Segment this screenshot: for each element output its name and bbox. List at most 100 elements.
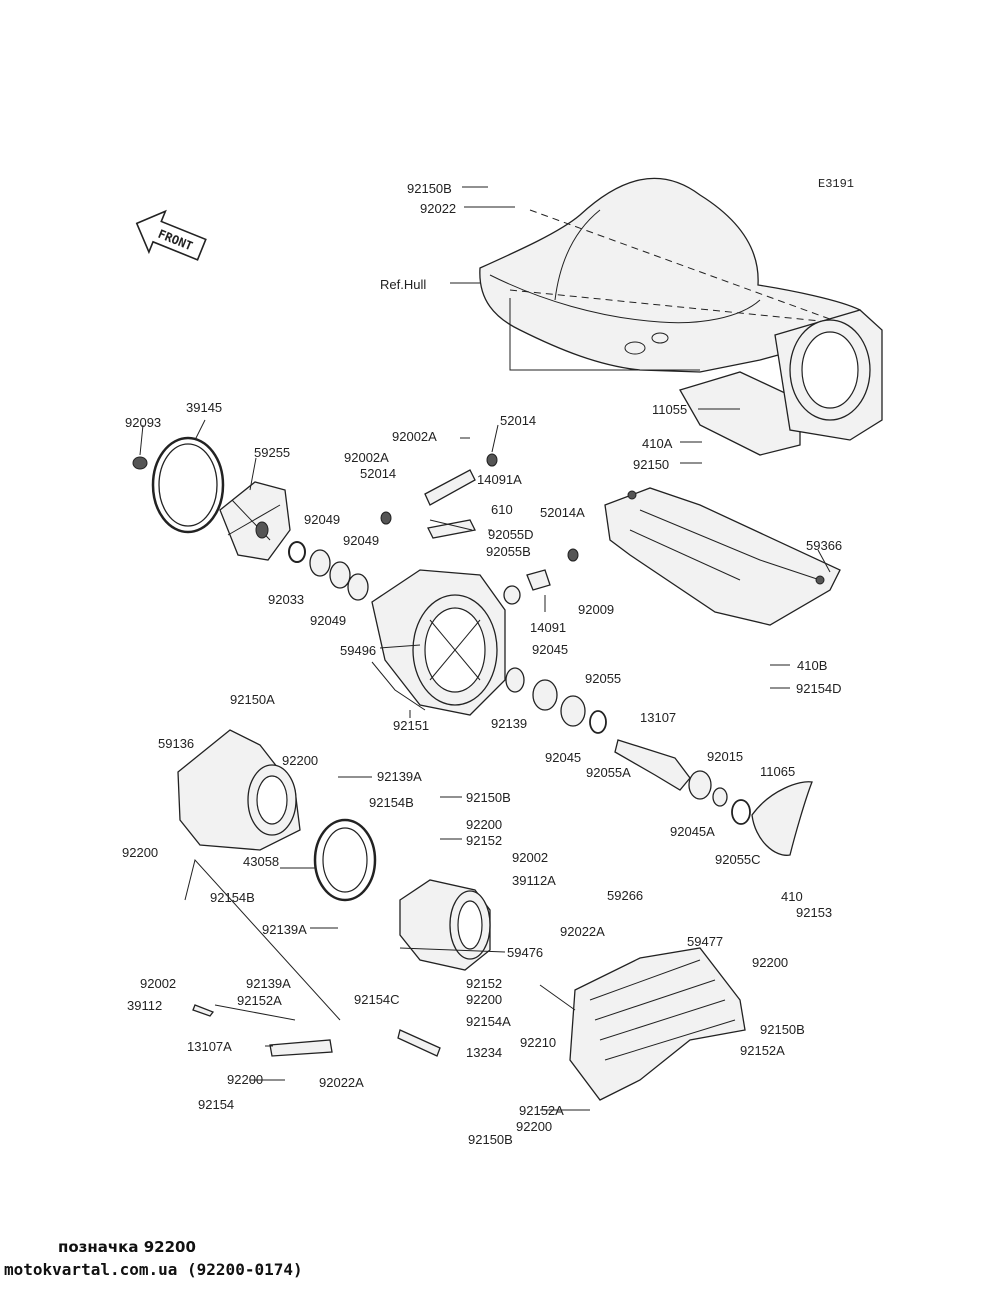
leader-lines <box>139 186 831 1111</box>
part-14091A <box>380 453 498 525</box>
part-number-label: 92210 <box>520 1035 556 1050</box>
part-number-label: 59366 <box>806 538 842 553</box>
part-number-label: 92015 <box>707 749 743 764</box>
part-number-label: 92002 <box>140 976 176 991</box>
part-number-label: 92139A <box>262 922 307 937</box>
part-59136 <box>177 729 301 851</box>
part-number-label: 92200 <box>466 992 502 1007</box>
part-number-label: 92200 <box>752 955 788 970</box>
part-number-label: 92150 <box>633 457 669 472</box>
part-number-label: 52014 <box>360 466 396 481</box>
part-number-label: 59266 <box>607 888 643 903</box>
part-number-label: 92045 <box>545 750 581 765</box>
part-number-label: Ref.Hull <box>380 277 426 292</box>
seal-rings <box>288 541 369 601</box>
part-59255 <box>219 481 291 561</box>
part-number-label: 92055 <box>585 671 621 686</box>
part-number-label: 92200 <box>227 1072 263 1087</box>
part-number-label: 92150B <box>466 790 511 805</box>
part-number-label: 92200 <box>466 817 502 832</box>
part-number-label: 92049 <box>343 533 379 548</box>
part-number-label: 59477 <box>687 934 723 949</box>
part-number-label: 11065 <box>760 764 795 779</box>
part-number-label: 610 <box>491 502 513 517</box>
part-number-label: 52014 <box>500 413 536 428</box>
part-number-label: 59476 <box>507 945 543 960</box>
part-number-label: 410A <box>642 436 673 451</box>
part-number-label: 92154A <box>466 1014 511 1029</box>
part-number-label: 92152A <box>740 1043 785 1058</box>
part-11065 <box>751 781 813 856</box>
part-13234 <box>397 1029 441 1057</box>
part-39145 <box>151 436 225 534</box>
hull-reference <box>479 177 871 373</box>
part-number-label: 92033 <box>268 592 304 607</box>
part-39112 <box>192 1004 215 1017</box>
part-number-label: 92152A <box>237 993 282 1008</box>
diagram-code: E3191 <box>818 177 854 191</box>
part-number-label: 92009 <box>578 602 614 617</box>
part-number-label: 92154 <box>198 1097 234 1112</box>
part-number-label: 92154B <box>210 890 255 905</box>
part-number-label: 92154D <box>796 681 842 696</box>
part-92093 <box>132 456 148 470</box>
bearings <box>505 667 607 734</box>
part-number-label: 92150B <box>468 1132 513 1147</box>
part-number-label: 92139 <box>491 716 527 731</box>
front-arrow-icon: FRONT <box>135 209 207 261</box>
part-number-label: 92055B <box>486 544 531 559</box>
part-number-label: 92055C <box>715 852 761 867</box>
part-number-label: 92022 <box>420 201 456 216</box>
part-59477 <box>569 947 746 1101</box>
part-number-label: 92002A <box>392 429 437 444</box>
part-number-label: 92002A <box>344 450 389 465</box>
part-number-label: 92045 <box>532 642 568 657</box>
part-number-label: 92055A <box>586 765 631 780</box>
part-11055 <box>679 309 883 456</box>
part-number-label: 410 <box>781 889 803 904</box>
part-number-label: 92002 <box>512 850 548 865</box>
part-number-label: 92151 <box>393 718 429 733</box>
part-number-label: 92152 <box>466 976 502 991</box>
site-reference: motokvartal.com.ua (92200-0174) <box>4 1260 303 1279</box>
part-number-label: 92049 <box>310 613 346 628</box>
part-number-label: 92055D <box>488 527 534 542</box>
part-number-label: 410B <box>797 658 827 673</box>
part-59476 <box>399 879 491 971</box>
part-number-label: 92200 <box>122 845 158 860</box>
part-92055D <box>427 519 476 539</box>
part-number-label: 92093 <box>125 415 161 430</box>
part-number-label: 11055 <box>652 402 687 417</box>
part-number-label: 39145 <box>186 400 222 415</box>
part-number-label: 43058 <box>243 854 279 869</box>
part-number-label: 92150B <box>407 181 452 196</box>
part-number-label: 59255 <box>254 445 290 460</box>
part-number-label: 92045A <box>670 824 715 839</box>
part-59366 <box>604 487 841 626</box>
part-number-label: 39112 <box>127 998 162 1013</box>
part-number-label: 13107A <box>187 1039 232 1054</box>
part-number-label: 92200 <box>282 753 318 768</box>
part-number-label: 13234 <box>466 1045 502 1060</box>
part-number-label: 92150B <box>760 1022 805 1037</box>
part-number-label: 39112A <box>512 873 556 888</box>
part-number-label: 92139A <box>377 769 422 784</box>
part-number-label: 92154C <box>354 992 400 1007</box>
part-number-label: 14091A <box>477 472 522 487</box>
part-number-label: 13107 <box>640 710 676 725</box>
part-14091 <box>503 548 579 605</box>
part-number-label: 92150A <box>230 692 275 707</box>
part-43058 <box>313 818 377 902</box>
part-number-label: 92152A <box>519 1103 564 1118</box>
part-number-label: 92152 <box>466 833 502 848</box>
part-number-label: 14091 <box>530 620 566 635</box>
part-number-label: 92154B <box>369 795 414 810</box>
part-number-label: 59136 <box>158 736 194 751</box>
part-59496 <box>371 569 506 716</box>
part-number-label: 92200 <box>516 1119 552 1134</box>
part-number-label: 92049 <box>304 512 340 527</box>
part-number-label: 92022A <box>560 924 605 939</box>
part-13107A <box>269 1039 333 1057</box>
